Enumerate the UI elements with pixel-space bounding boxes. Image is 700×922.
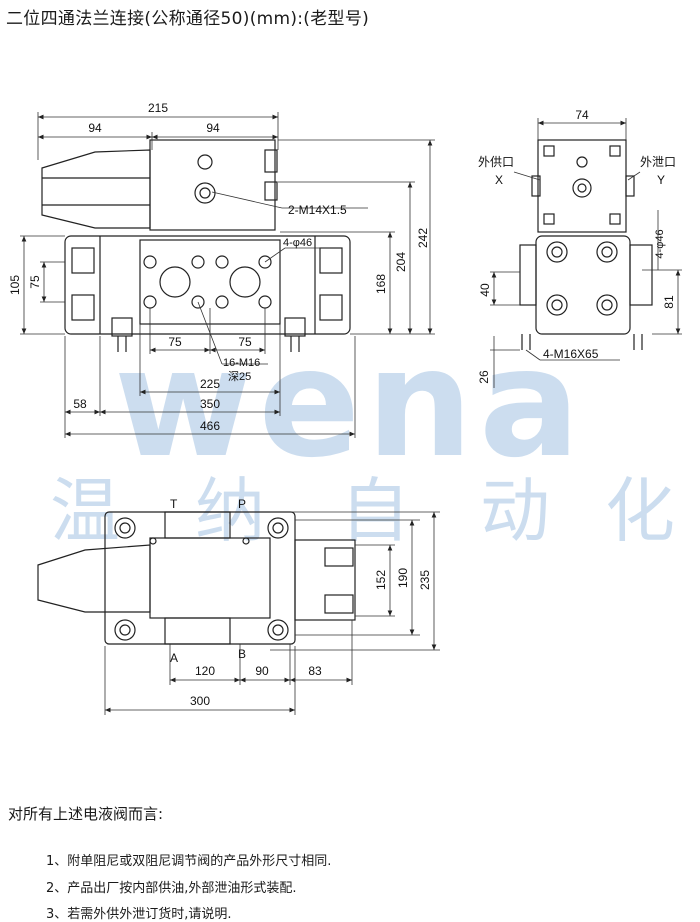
dim-90: 90 [255,664,269,678]
main-valve-body [64,235,351,352]
dim-350: 350 [200,397,220,411]
depth-label: 深25 [228,370,251,383]
watermark-char-5: 化 [605,470,675,552]
side-bolt-label: 4-M16X65 [543,347,599,361]
thread-label: 2-M14X1.5 [288,203,347,217]
dim-120: 120 [195,664,215,678]
dim-75-inner-right: 75 [238,335,252,349]
top-view: T P A B 152 190 235 120 90 83 300 [37,497,440,715]
watermark-char-4: 动 [480,470,550,552]
watermark-char-3: 自 [340,470,410,552]
dim-152: 152 [374,570,388,590]
dim-215: 215 [148,101,168,115]
port-a: A [170,651,178,665]
dim-94-left: 94 [88,121,102,135]
dim-94-right: 94 [206,121,220,135]
port-x-letter: X [495,173,503,187]
dim-83: 83 [308,664,322,678]
port-p: P [238,497,246,511]
bolt-label: 16-M16 [223,357,260,369]
solenoid-body [41,139,278,231]
dim-58: 58 [73,397,87,411]
dim-235: 235 [418,570,432,590]
side-dim-81: 81 [662,295,676,309]
port-x-label: 外供口 [478,155,514,169]
note-1: 1、附单阻尼或双阻尼调节阀的产品外形尺寸相同. [46,854,332,869]
side-dim-26: 26 [477,370,491,384]
dim-75-inner-left: 75 [168,335,182,349]
dim-75-left: 75 [28,275,42,289]
dim-168: 168 [374,274,388,294]
dim-225: 225 [200,377,220,391]
dim-242: 242 [416,228,430,248]
watermark-latin: wena [114,317,586,491]
hole-label: 4-φ46 [283,237,312,249]
front-view: 215 94 94 2-M14X1.5 242 204 168 4-φ46 10… [8,101,435,438]
port-y-label: 外泄口 [640,155,676,169]
dim-204: 204 [394,252,408,272]
side-dim-40: 40 [478,283,492,297]
port-y-letter: Y [657,173,665,187]
dim-105: 105 [8,275,22,295]
port-t: T [170,497,178,511]
dim-190: 190 [396,568,410,588]
note-2: 2、产品出厂按内部供油,外部泄油形式装配. [46,881,297,896]
dim-466: 466 [200,419,220,433]
page-title: 二位四通法兰连接(公称通径50)(mm):(老型号) [6,9,370,29]
notes-heading: 对所有上述电液阀而言: [8,805,164,823]
port-b: B [238,647,246,661]
side-view: 74 外供口 X 外泄口 Y 4-φ46 40 81 26 4-M16X65 [477,108,682,388]
note-3: 3、若需外供外泄订货时,请说明. [46,907,232,922]
watermark-char-1: 温 [50,470,120,552]
side-dim-74: 74 [575,108,589,122]
dim-300: 300 [190,694,210,708]
side-hole-label: 4-φ46 [654,229,666,258]
